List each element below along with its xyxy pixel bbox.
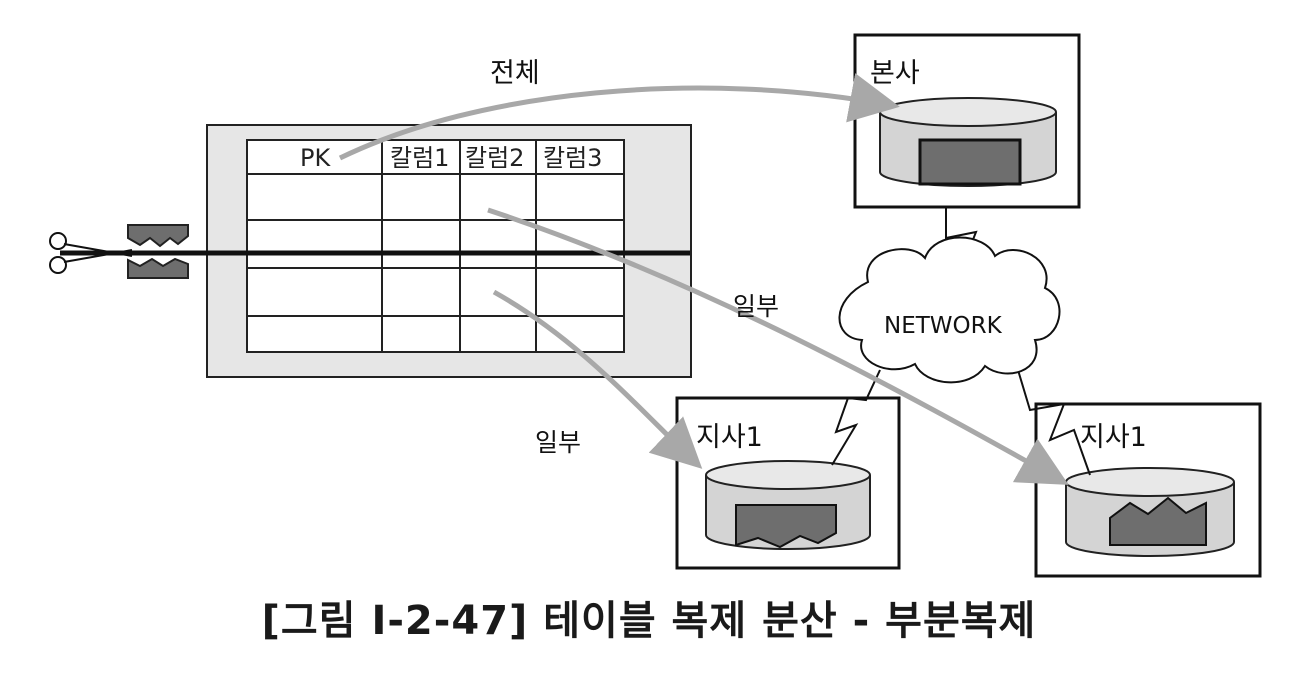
partial-replication-arrow-top	[487, 207, 1069, 485]
hq-database-icon	[879, 97, 1057, 187]
branch-b-label: 지사1	[1080, 422, 1147, 453]
branch-a-database-icon	[705, 460, 871, 550]
replication-arrows	[338, 73, 1069, 485]
full-replication-arrow	[338, 73, 900, 161]
network-label: NETWORK	[884, 313, 1002, 339]
network-cloud-icon	[838, 236, 1061, 384]
partial-replication-arrow-bottom	[492, 289, 703, 469]
torn-pieces-icon	[127, 224, 189, 279]
figure-caption: [그림 Ⅰ-2-47] 테이블 복제 분산 - 부분복제	[261, 598, 1037, 644]
branch-b-database-icon	[1065, 467, 1235, 557]
partial-replication-label-bottom: 일부	[535, 428, 582, 457]
table-grid	[247, 140, 624, 352]
scissors-icon	[49, 232, 133, 274]
branch-a-label: 지사1	[696, 422, 763, 453]
full-replication-label: 전체	[490, 58, 540, 89]
column-header-col1: 칼럼1	[390, 144, 450, 172]
hq-label: 본사	[870, 58, 920, 89]
column-header-col3: 칼럼3	[543, 144, 603, 172]
column-header-pk: PK	[300, 144, 331, 172]
column-header-col2: 칼럼2	[465, 144, 525, 172]
partial-replication-label-top: 일부	[733, 292, 780, 321]
